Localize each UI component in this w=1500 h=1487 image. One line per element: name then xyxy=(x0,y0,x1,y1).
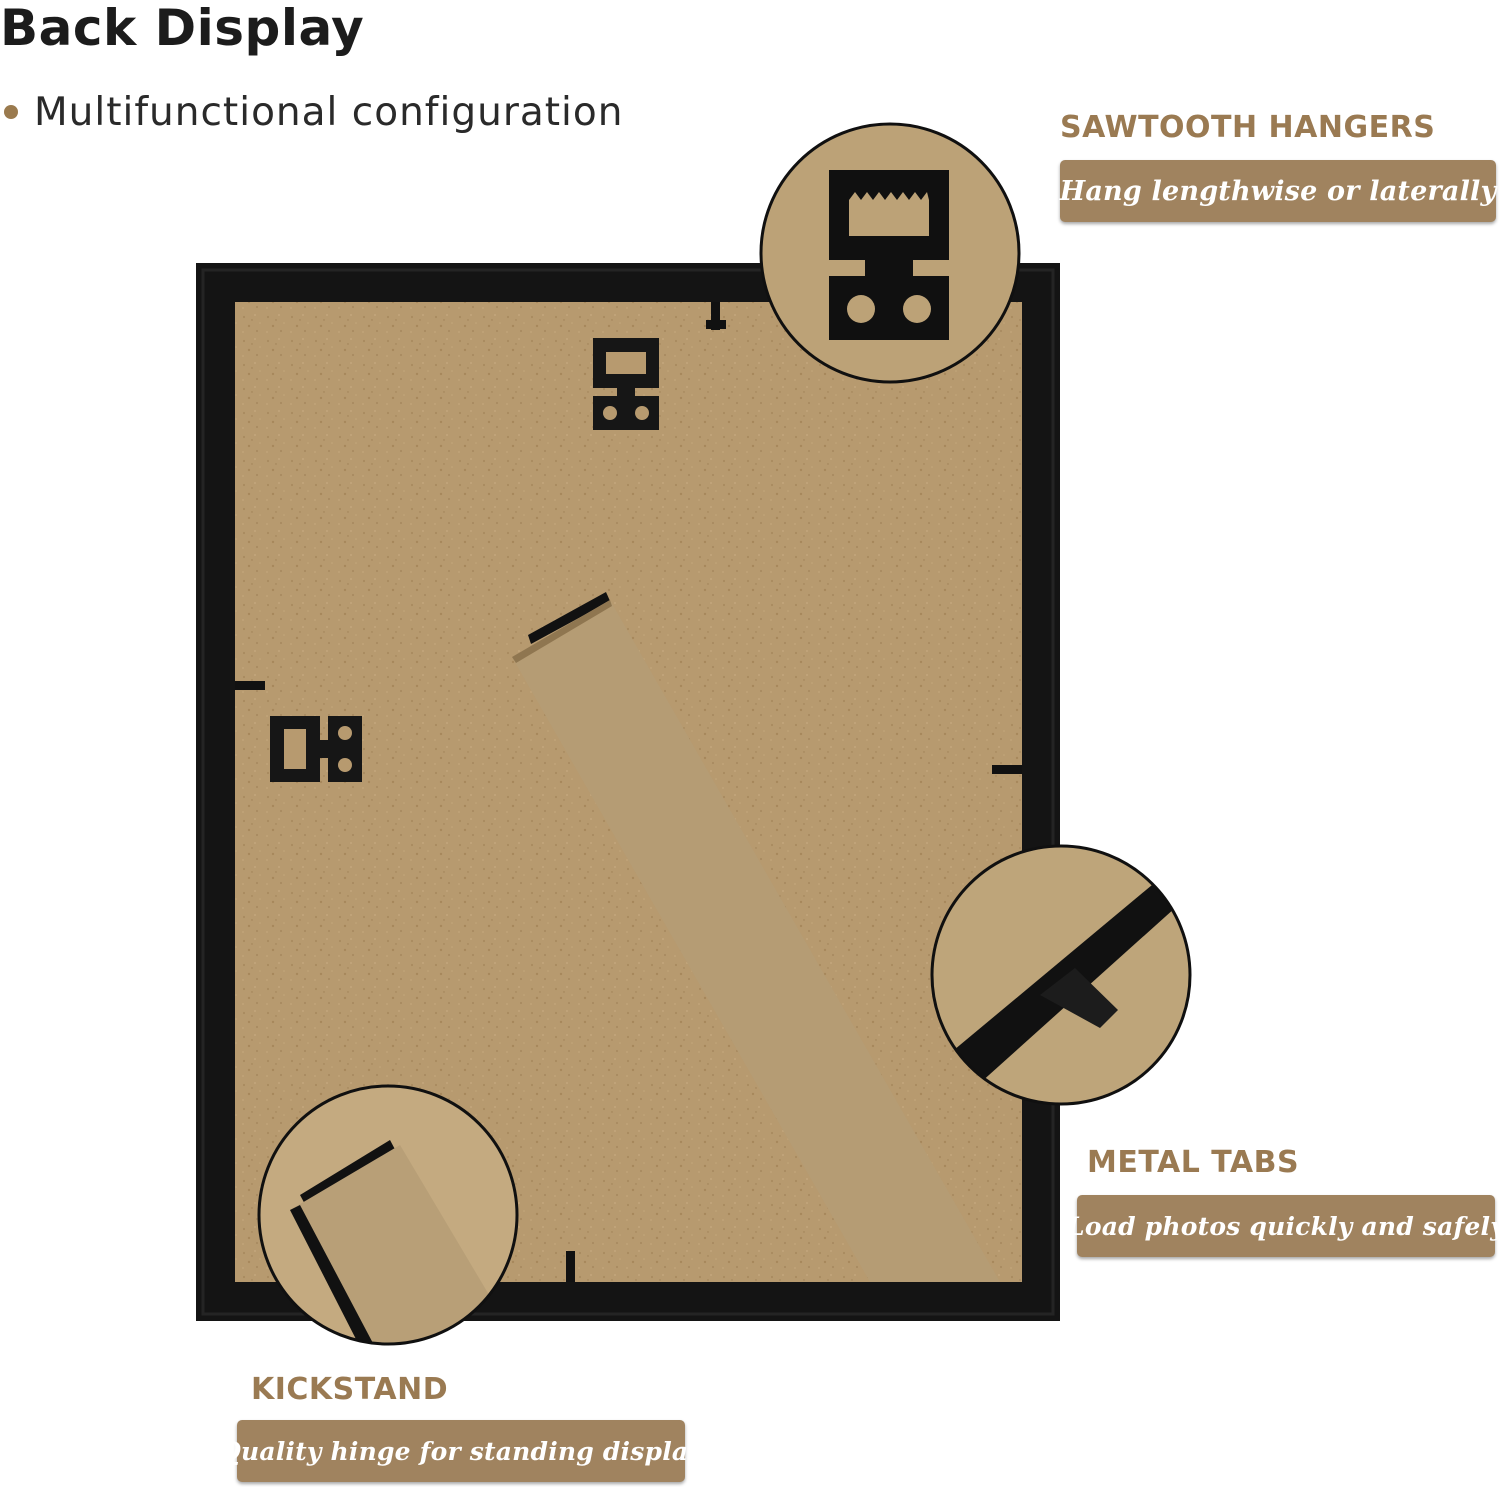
metal-tab-top xyxy=(711,302,720,330)
zoom-kickstand xyxy=(259,1086,517,1344)
page-subtitle: Multifunctional configuration xyxy=(0,88,623,136)
sawtooth-hangers-title: SAWTOOTH HANGERS xyxy=(1060,110,1436,145)
sawtooth-hangers-label: Hang lengthwise or laterally xyxy=(1060,160,1496,222)
metal-tab-left xyxy=(235,681,265,690)
bullet-dot-icon xyxy=(4,105,18,119)
kickstand-slot xyxy=(528,592,610,644)
sawtooth-hanger-top-icon xyxy=(593,338,659,430)
sawtooth-hangers-description: Hang lengthwise or laterally xyxy=(1059,175,1497,207)
kickstand-leg xyxy=(512,600,1000,1282)
metal-tabs-title: METAL TABS xyxy=(1087,1145,1300,1180)
kickstand-title: KICKSTAND xyxy=(251,1372,449,1407)
metal-tab-bottom xyxy=(566,1251,575,1282)
sawtooth-hanger-left-icon xyxy=(270,716,362,782)
page-title: Back Display xyxy=(0,0,365,57)
zoom-sawtooth-hanger xyxy=(761,124,1019,382)
zoom-metal-tabs xyxy=(932,846,1190,1104)
metal-tab-right xyxy=(992,765,1022,774)
metal-tabs-description: Load photos quickly and safely xyxy=(1067,1211,1500,1241)
metal-tabs-label: Load photos quickly and safely xyxy=(1067,1195,1500,1257)
kickstand-description: Quality hinge for standing display xyxy=(218,1436,704,1466)
subtitle-text: Multifunctional configuration xyxy=(34,89,624,135)
kickstand-label: Quality hinge for standing display xyxy=(219,1420,703,1482)
